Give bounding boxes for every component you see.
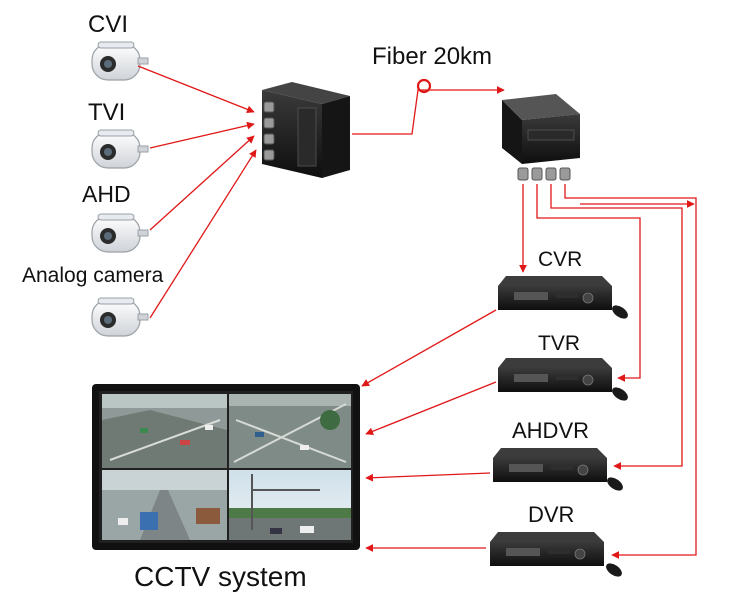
link-ahd-transmitter — [149, 135, 255, 231]
recorder-cvr — [498, 276, 628, 319]
monitor — [92, 384, 360, 550]
camera-ahd — [91, 213, 149, 253]
recorder-tvr — [498, 358, 628, 401]
feed-bottom-right — [229, 470, 351, 540]
camera-analog — [91, 297, 149, 337]
label-analog-camera: Analog camera — [22, 264, 164, 287]
feed-top-left — [102, 394, 227, 468]
fiber-transmitter — [262, 82, 350, 178]
link-cvi-transmitter — [137, 65, 255, 114]
link-tvr-monitor — [365, 381, 497, 436]
link-analog-transmitter — [149, 149, 257, 319]
label-fiber: Fiber 20km — [372, 43, 492, 70]
feed-bottom-left — [102, 470, 227, 540]
label-ahd: AHD — [82, 181, 131, 207]
camera-icon — [91, 297, 149, 337]
connections — [137, 65, 697, 559]
fiber-transmitter-icon — [262, 82, 350, 178]
link-receiver-tvr — [536, 184, 641, 382]
mouse-icon — [607, 477, 623, 491]
link-fiber — [352, 86, 505, 135]
fiber-receiver-icon — [502, 94, 580, 181]
link-tvi-transmitter — [149, 121, 255, 149]
link-receiver-ahdvr — [550, 184, 683, 470]
link-cvr-monitor — [361, 309, 497, 387]
recorder-ahdvr — [493, 448, 623, 491]
feed-top-right — [229, 394, 351, 468]
label-dvr: DVR — [528, 502, 574, 527]
recorder-dvr — [490, 532, 622, 577]
fiber-loop — [416, 78, 432, 94]
camera-icon — [91, 213, 149, 253]
label-ahdvr: AHDVR — [512, 418, 589, 443]
mouse-icon — [606, 563, 622, 577]
label-tvr: TVR — [538, 332, 580, 355]
link-ahdvr-monitor — [365, 472, 491, 482]
recorder-icon — [498, 276, 612, 310]
camera-tvi — [91, 129, 149, 169]
label-tvi: TVI — [88, 99, 125, 126]
mouse-icon — [612, 305, 628, 319]
camera-icon — [91, 41, 149, 81]
camera-cvi — [91, 41, 149, 81]
recorder-icon — [498, 358, 612, 392]
recorder-icon — [493, 448, 607, 482]
fiber-receiver — [502, 94, 580, 181]
monitor-icon — [92, 384, 360, 550]
mouse-icon — [612, 387, 628, 401]
label-cctv-system: CCTV system — [134, 561, 307, 592]
label-cvr: CVR — [538, 248, 582, 271]
recorder-icon — [490, 532, 604, 566]
link-receiver-dvr — [564, 184, 697, 559]
label-cvi: CVI — [88, 11, 128, 38]
camera-icon — [91, 129, 149, 169]
